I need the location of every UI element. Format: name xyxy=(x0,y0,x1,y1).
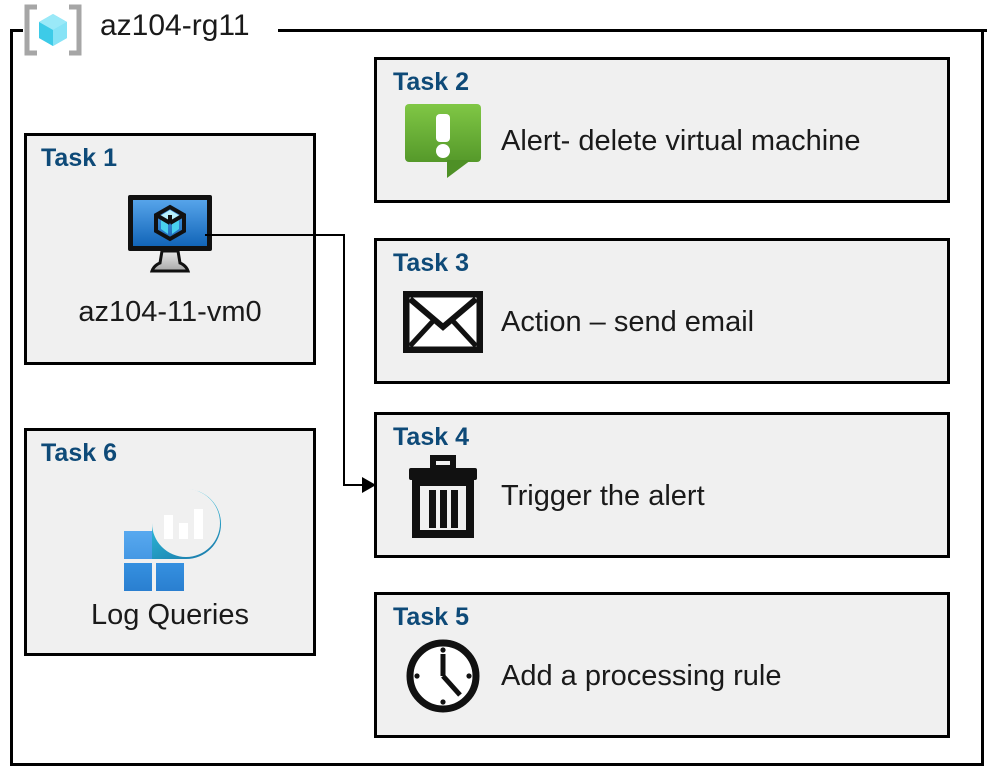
resource-group-border-right-stub xyxy=(278,29,987,32)
connector-segment-horizontal-top xyxy=(205,234,345,236)
resource-group-container xyxy=(10,30,984,766)
card-title-task-4: Task 4 xyxy=(393,423,469,451)
card-task-2[interactable]: Task 2 Alert- delete virtual machin xyxy=(374,57,950,203)
card-task-4[interactable]: Task 4 Trigger the alert xyxy=(374,412,950,558)
card-body-task-3: Action – send email xyxy=(399,285,939,359)
card-label-task-2: Alert- delete virtual machine xyxy=(501,124,861,157)
virtual-machine-icon xyxy=(27,191,313,279)
card-title-task-5: Task 5 xyxy=(393,603,469,631)
connector-arrowhead-icon xyxy=(362,477,376,493)
card-label-task-1: az104-11-vm0 xyxy=(78,296,262,328)
resource-group-cube-icon xyxy=(24,4,82,56)
card-title-task-2: Task 2 xyxy=(393,68,469,96)
card-body-task-4: Trigger the alert xyxy=(399,455,939,538)
card-title-task-6: Task 6 xyxy=(41,439,117,467)
card-body-task-5: Add a processing rule xyxy=(399,639,939,713)
card-title-task-1: Task 1 xyxy=(41,144,117,172)
resource-group-border-left-stub xyxy=(10,29,23,32)
card-label-task-3: Action – send email xyxy=(501,305,755,338)
card-body-task-2: Alert- delete virtual machine xyxy=(399,104,939,178)
card-task-5[interactable]: Task 5 Add a processing rule xyxy=(374,592,950,738)
card-title-task-3: Task 3 xyxy=(393,249,469,277)
connector-segment-horizontal-bottom xyxy=(343,484,365,486)
card-label-task-4: Trigger the alert xyxy=(501,479,705,512)
trash-delete-icon xyxy=(399,454,487,538)
envelope-icon xyxy=(399,291,487,353)
card-label-task-6: Log Queries xyxy=(91,599,249,631)
card-task-1[interactable]: Task 1 xyxy=(24,133,316,365)
card-label-task-5: Add a processing rule xyxy=(501,659,782,692)
log-analytics-icon xyxy=(27,483,313,591)
connector-segment-vertical xyxy=(343,234,345,485)
card-task-3[interactable]: Task 3 Action – send email xyxy=(374,238,950,384)
resource-group-title: az104-rg11 xyxy=(100,9,250,42)
card-task-6[interactable]: Task 6 xyxy=(24,428,316,656)
clock-icon xyxy=(399,636,487,716)
alert-bubble-icon xyxy=(399,102,487,180)
